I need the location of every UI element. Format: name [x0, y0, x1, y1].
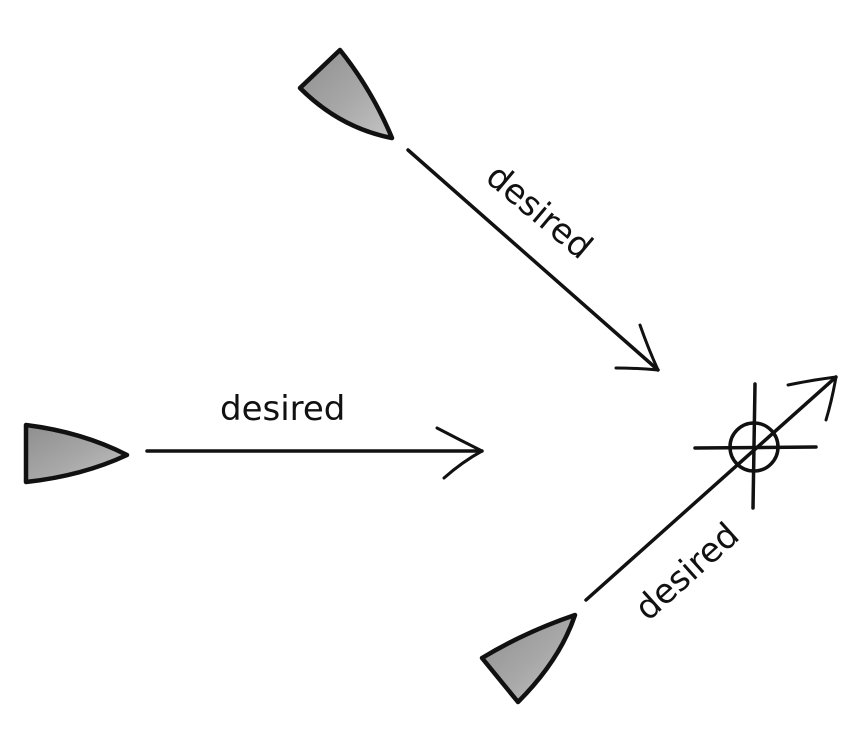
desired-arrow-bottom: desired	[584, 375, 838, 629]
arrowhead-bottom-icon	[786, 375, 838, 422]
arrow-shaft-bottom	[584, 375, 838, 602]
triangle-vehicle-icon	[479, 612, 578, 705]
crosshair-target-icon	[693, 382, 818, 510]
label-bottom: desired	[627, 515, 747, 629]
target	[693, 382, 818, 510]
vehicle-top	[297, 47, 395, 141]
triangle-vehicle-icon	[23, 422, 130, 485]
label-left: desired	[220, 389, 345, 429]
vehicle-left	[23, 422, 130, 485]
vehicle-bottom	[479, 612, 578, 705]
label-top: desired	[478, 156, 600, 267]
arrowhead-left-icon	[435, 426, 484, 480]
triangle-vehicle-icon	[297, 47, 395, 141]
desired-arrow-top: desired	[406, 148, 660, 372]
arrowhead-top-icon	[614, 323, 660, 372]
desired-arrow-left: desired	[145, 389, 484, 480]
arrow-shaft-top	[406, 148, 660, 372]
